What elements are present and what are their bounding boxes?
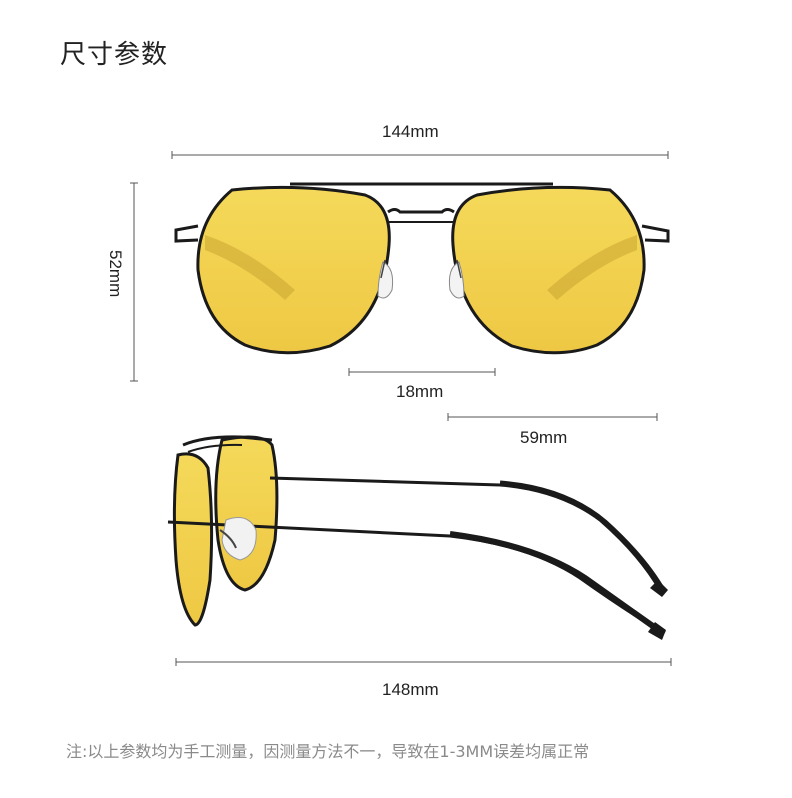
total-width-label: 144mm	[382, 122, 439, 141]
dimension-line-lens-width	[447, 413, 658, 421]
lens-height-label: 52mm	[106, 250, 125, 298]
glasses-front-view	[174, 182, 670, 355]
left-lens	[196, 185, 391, 355]
glasses-side-view	[167, 435, 668, 640]
side-nose-pad	[221, 517, 257, 561]
dimension-line-lens-height	[130, 182, 138, 382]
dimension-line-bridge	[348, 368, 496, 376]
dimension-line-temple-length	[175, 658, 672, 666]
page-title: 尺寸参数	[60, 40, 169, 70]
left-nose-pad	[377, 261, 394, 299]
bridge-width-label: 18mm	[396, 382, 444, 401]
right-lens	[451, 185, 646, 355]
measurement-note: 注:以上参数均为手工测量，因测量方法不一，导致在1-3MM误差均属正常	[66, 742, 590, 761]
dimension-line-total-width	[171, 151, 669, 159]
right-nose-pad	[448, 261, 465, 299]
lens-width-label: 59mm	[520, 428, 568, 447]
temple-length-label: 148mm	[382, 680, 439, 699]
